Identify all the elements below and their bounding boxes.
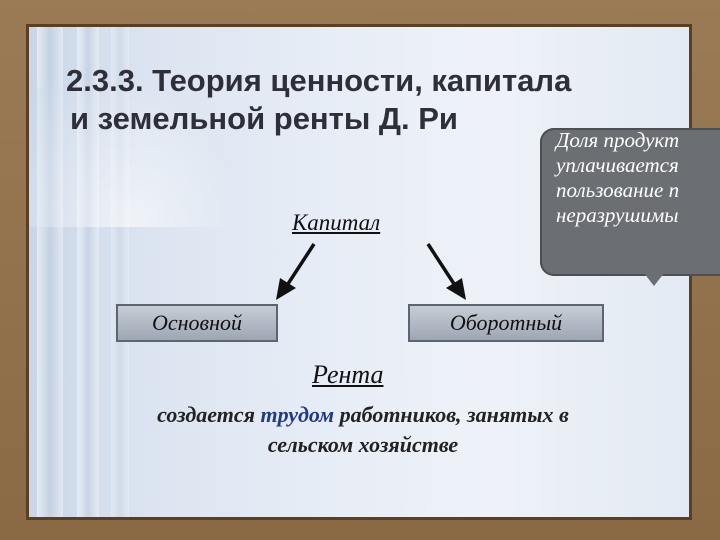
working-capital-box: Оборотный	[408, 304, 604, 342]
desc-line-2: сельском хозяйстве	[267, 432, 459, 457]
callout-text: Доля продукт уплачивается пользование п …	[556, 128, 680, 227]
desc-text: создается	[157, 402, 261, 427]
desc-highlight: трудом	[260, 402, 335, 427]
desc-text: работников, занятых в	[334, 402, 569, 427]
slide-title: 2.3.3. Теория ценности, капитала и земел…	[38, 62, 678, 138]
fixed-capital-box: Основной	[116, 304, 278, 342]
title-line-2: и земельной ренты Д. Ри	[70, 101, 458, 136]
capital-label: Капитал	[292, 210, 381, 235]
title-line-1: 2.3.3. Теория ценности, капитала	[66, 63, 572, 98]
arrow-right-icon	[426, 243, 466, 300]
callout-bubble	[540, 128, 720, 276]
arrow-left-icon	[276, 243, 316, 300]
rent-label: Рента	[312, 360, 384, 389]
callout-tail	[640, 268, 668, 286]
rent-description: создается трудом работников, занятых в с…	[58, 400, 668, 460]
